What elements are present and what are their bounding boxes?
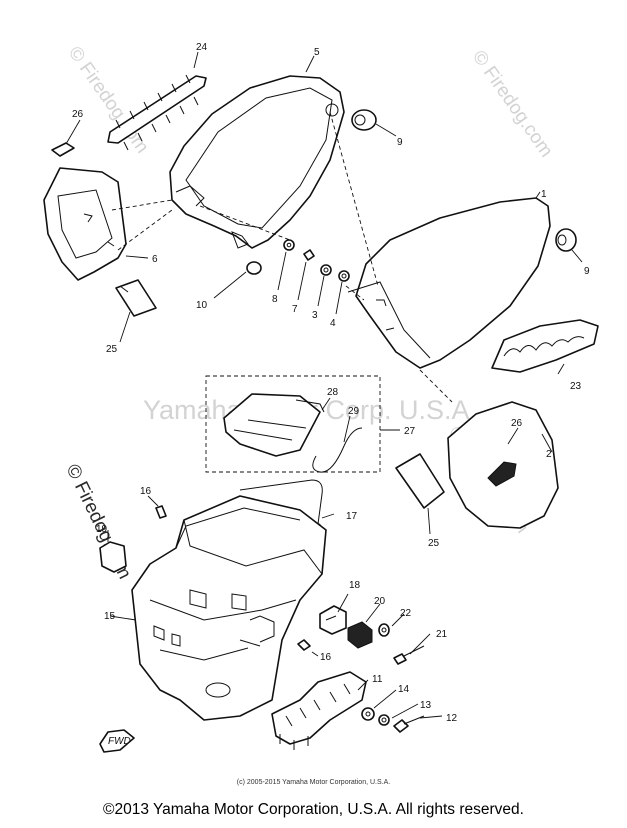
- part-20-collar: [347, 621, 373, 649]
- callout-3: 3: [312, 310, 318, 321]
- part-11-bracket: [271, 671, 367, 750]
- fwd-arrow-icon: FWD: [99, 729, 135, 753]
- callout-21: 21: [436, 629, 448, 640]
- callout-8: 8: [272, 294, 278, 305]
- part-16-clip-upper: [155, 505, 167, 519]
- callout-13: 13: [420, 700, 432, 711]
- part-21-bolt: [393, 645, 425, 665]
- callout-25-left: 25: [106, 344, 118, 355]
- callout-22: 22: [400, 608, 412, 619]
- watermark-firedog-top-right: © Firedog.com: [468, 47, 557, 161]
- callout-23: 23: [570, 381, 582, 392]
- part-19-damper: [99, 541, 127, 573]
- callout-9-lower: 9: [584, 266, 590, 277]
- callout-1: 1: [541, 189, 547, 200]
- part-12-bolt: [393, 715, 425, 733]
- part-5-bracket: [169, 75, 345, 249]
- part-10-nut: [246, 261, 262, 275]
- callout-24: 24: [196, 42, 208, 53]
- part-3-washer: [320, 264, 332, 276]
- callout-15: 15: [104, 611, 116, 622]
- small-copyright: (c) 2005-2015 Yamaha Motor Corporation, …: [236, 779, 391, 786]
- part-15-battery-box: [131, 495, 327, 721]
- part-8-washer: [283, 239, 295, 251]
- part-9-grommet-lower: [555, 228, 577, 252]
- callout-16-lower: 16: [320, 652, 332, 663]
- part-9-grommet-upper: [351, 109, 377, 131]
- callout-26-right: 26: [511, 418, 523, 429]
- callout-19: 19: [96, 524, 108, 535]
- callout-26-left: 26: [72, 109, 84, 120]
- copyright-notice: ©2013 Yamaha Motor Corporation, U.S.A. A…: [103, 801, 524, 818]
- leader-lines: [65, 51, 583, 719]
- callout-4: 4: [330, 318, 336, 329]
- part-25-pad-right: [395, 453, 445, 509]
- callout-7: 7: [292, 304, 298, 315]
- callout-5: 5: [314, 47, 320, 58]
- callout-27: 27: [404, 426, 416, 437]
- part-14-washer: [361, 707, 375, 721]
- callout-28: 28: [327, 387, 339, 398]
- callout-numbers: 24 5 26 9 1 6 9 10 8 7 3 4 25 23 28 29 2…: [72, 42, 590, 724]
- part-25-pad-left: [115, 279, 157, 317]
- part-13-washer: [378, 714, 390, 726]
- callout-20: 20: [374, 596, 386, 607]
- callout-10: 10: [196, 300, 208, 311]
- part-23-emblem: [491, 319, 599, 373]
- callout-2: 2: [546, 449, 552, 460]
- part-26-clip-left: [51, 142, 75, 157]
- callout-14: 14: [398, 684, 410, 695]
- callout-12: 12: [446, 713, 458, 724]
- callout-16-upper: 16: [140, 486, 152, 497]
- part-16-clip-lower: [297, 639, 311, 651]
- part-7-bolt: [303, 249, 315, 261]
- part-27-toolkit-box: [205, 375, 381, 473]
- callout-17: 17: [346, 511, 358, 522]
- part-24-strip: [107, 74, 207, 151]
- part-1-right-side-cover: [347, 197, 551, 369]
- callout-25-right: 25: [428, 538, 440, 549]
- callout-6: 6: [152, 254, 158, 265]
- part-4-washer: [338, 270, 350, 282]
- callout-11: 11: [372, 674, 383, 685]
- svg-text:FWD: FWD: [108, 736, 131, 747]
- callout-9-upper: 9: [397, 137, 403, 148]
- part-2-right-cover-lower: [447, 401, 559, 529]
- part-18-grommet: [319, 605, 347, 635]
- callout-18: 18: [349, 580, 361, 591]
- part-6-left-cover: [43, 167, 127, 281]
- part-22-washer: [378, 623, 390, 637]
- callout-29: 29: [348, 406, 360, 417]
